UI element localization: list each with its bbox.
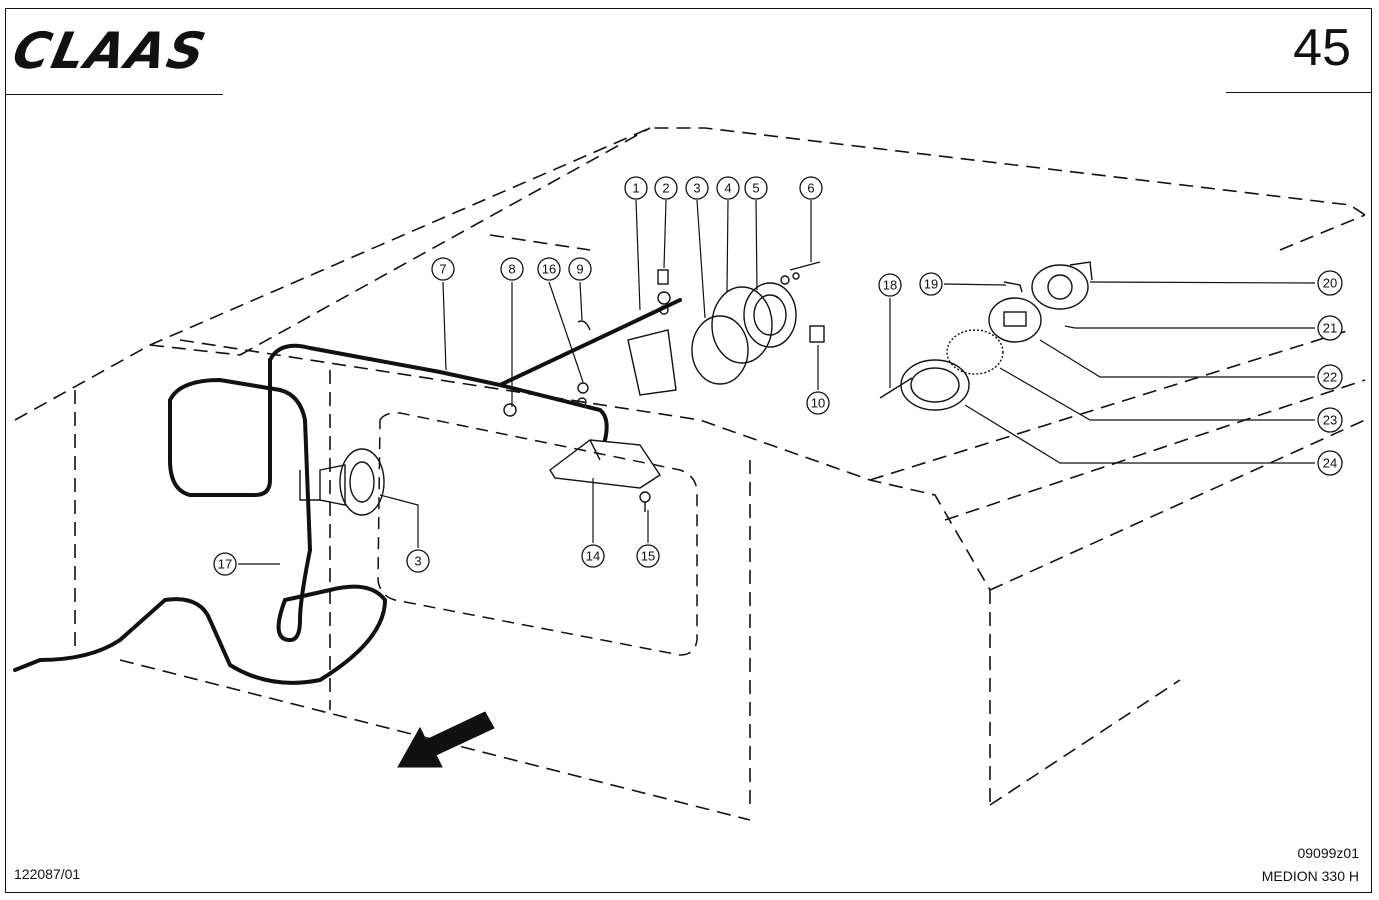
- drawing-reference: 09099z01: [1297, 845, 1359, 861]
- callout-18: [878, 273, 902, 297]
- callout-label: 24: [1323, 456, 1337, 471]
- callout-3b: [406, 549, 430, 573]
- callout-label: 6: [807, 181, 814, 196]
- lamp-housing-left: [299, 448, 385, 516]
- callout-label: 3: [693, 181, 700, 196]
- beacon-lamp-assembly: [627, 261, 825, 396]
- callout-8: [500, 257, 524, 281]
- callout-24: [1317, 450, 1343, 476]
- callout-17: [213, 552, 237, 576]
- callout-label: 15: [641, 549, 655, 564]
- callout-3: [685, 176, 709, 200]
- callout-5: [744, 176, 768, 200]
- callout-22: [1317, 364, 1343, 390]
- callout-label: 7: [439, 262, 446, 277]
- callout-label: 17: [218, 557, 232, 572]
- callout-label: 8: [508, 262, 515, 277]
- callout-label: 2: [662, 181, 669, 196]
- callout-label: 16: [542, 262, 556, 277]
- callout-14: [581, 544, 605, 568]
- callout-21: [1317, 315, 1343, 341]
- callout-label: 4: [724, 181, 731, 196]
- leader-lines: [238, 199, 1316, 565]
- callout-label: 19: [924, 277, 938, 292]
- model-name: MEDION 330 H: [1261, 868, 1359, 884]
- callout-label: 23: [1323, 413, 1337, 428]
- callout-label: 9: [576, 262, 583, 277]
- callout-23: [1317, 407, 1343, 433]
- page-frame: [5, 8, 1372, 893]
- callout-7: [431, 257, 455, 281]
- callout-9: [568, 257, 592, 281]
- callout-1: [624, 176, 648, 200]
- callout-label: 10: [811, 396, 825, 411]
- machine-outline: [14, 127, 1366, 821]
- callout-19: [919, 272, 943, 296]
- header-rule-left: [6, 94, 223, 95]
- callout-label: 3: [414, 554, 421, 569]
- callout-label: 18: [883, 278, 897, 293]
- callout-20: [1317, 270, 1343, 296]
- callout-10: [806, 391, 830, 415]
- access-cover-outline: [377, 412, 698, 656]
- document-number: 122087/01: [14, 866, 81, 882]
- callout-label: 5: [752, 181, 759, 196]
- callout-2: [654, 176, 678, 200]
- callout-label: 22: [1323, 370, 1337, 385]
- callout-label: 14: [586, 549, 600, 564]
- callout-6: [799, 176, 823, 200]
- callout-15: [636, 544, 660, 568]
- wiring-harness: [13, 298, 682, 685]
- direction-arrow-icon: [397, 711, 495, 768]
- header-rule-right: [1226, 92, 1371, 93]
- callout-label: 1: [632, 181, 639, 196]
- callout-16: [537, 257, 561, 281]
- work-light-assembly: [503, 320, 661, 512]
- callout-4: [716, 176, 740, 200]
- callout-label: 20: [1323, 276, 1337, 291]
- socket-assembly: [879, 261, 1093, 411]
- page-number: 45: [1293, 19, 1351, 77]
- callout-label: 21: [1323, 321, 1337, 336]
